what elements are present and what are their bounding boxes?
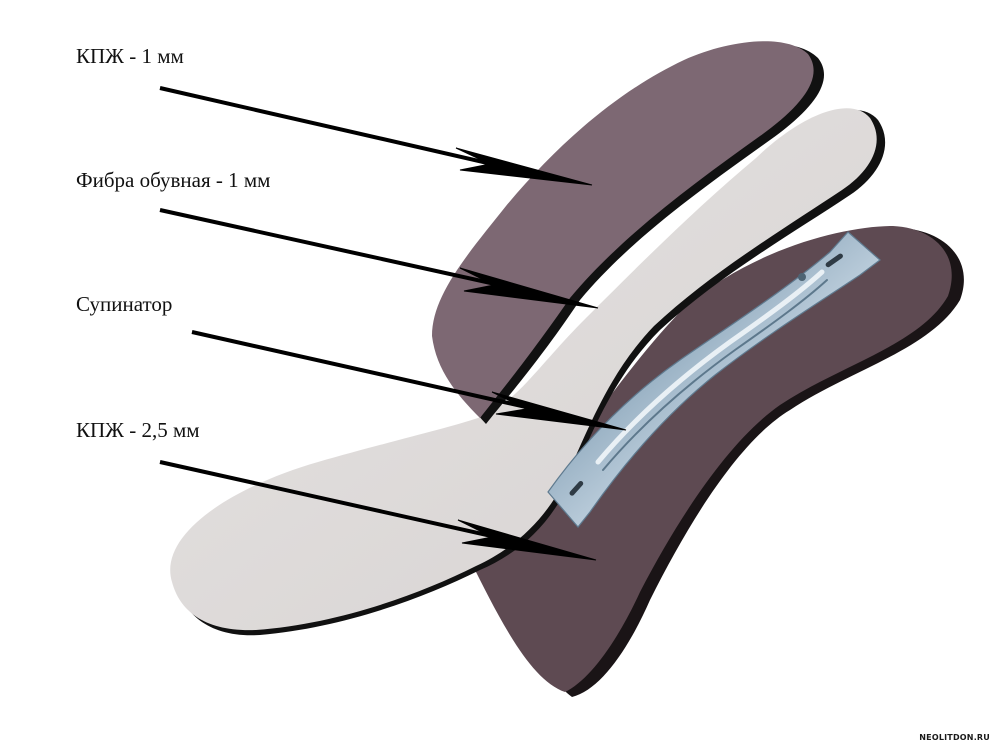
callout-arrows <box>159 86 627 561</box>
supinator-slot-front <box>569 481 584 496</box>
label-kpzh-2-5: КПЖ - 2,5 мм <box>76 418 200 442</box>
label-kpzh-1: КПЖ - 1 мм <box>76 44 184 68</box>
kpzh-1-layer <box>432 41 825 424</box>
kpzh-1-shape <box>432 41 814 419</box>
arrow-supinator <box>191 330 627 431</box>
supinator-rib <box>595 269 825 465</box>
site-watermark: NEOLITDON.RU <box>919 733 990 742</box>
kpzh-2-5-shape <box>470 226 952 692</box>
supinator-rib-shadow <box>602 279 828 471</box>
supinator-rivet <box>798 273 806 281</box>
label-supinator: Супинатор <box>76 292 173 316</box>
kpzh-2-5-layer <box>470 226 964 697</box>
arrow-kpzh-2-5 <box>159 460 597 561</box>
supinator-slot-back <box>825 253 843 268</box>
supinator <box>547 231 881 528</box>
arrow-kpzh-1 <box>159 86 593 186</box>
label-fibra: Фибра обувная - 1 мм <box>76 168 271 192</box>
fibra-shape <box>170 108 877 631</box>
arrow-fibra <box>159 208 599 309</box>
